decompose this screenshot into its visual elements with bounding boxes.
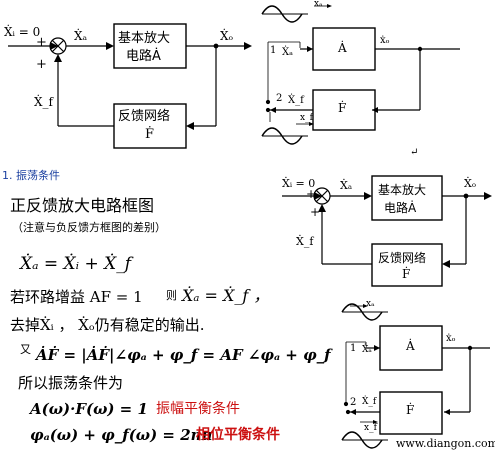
text-line1: 正反馈放大电路框图 [10,196,155,215]
xa-top-label: xₐ [314,0,323,9]
xo-label: Ẋₒ [220,29,234,43]
amplitude-condition-label: 振幅平衡条件 [156,401,240,417]
feedback-block [371,243,443,287]
fb-f-label: Ḟ [406,403,415,417]
section-heading: 1. 振荡条件 [2,169,60,182]
xa-label: Ẋₐ [74,29,88,43]
plus-sign: + [36,57,47,72]
xf-label: Ẋ_f [296,235,314,248]
fb-line2: Ḟ [145,127,155,142]
phase-condition-label: 相位平衡条件 [196,427,280,443]
plus-sign: + [306,187,317,201]
equation-2: ȦḞ = |ȦḞ|∠φₐ + φ_f = AF ∠φₐ + φ_f [36,346,331,364]
amp-line2: 电路Ȧ [384,201,417,215]
xi-label: Ẋᵢ = 0 [282,177,316,190]
xo-label: ẋₒ [380,35,390,46]
top-left-diagram [8,23,252,149]
xa-label: Ẋₐ [282,47,293,58]
equation-3: A(ω)·F(ω) = 1 [30,400,148,418]
xf-label: Ẋ_f [34,95,53,109]
text-line3: 若环路增益 AF = 1 [10,288,143,306]
text-line5: 所以振荡条件为 [18,374,124,392]
node-1: 1 [270,45,277,56]
xi-label: Ẋᵢ = 0 [4,25,41,39]
equation-1: Ẋₐ = Ẋᵢ + Ẋ_f [20,254,132,274]
node-2: 2 [276,93,283,104]
xa-top-label: xₐ [366,299,375,309]
xo-label: Ẋₒ [464,177,477,190]
fb-line2: Ḟ [402,267,411,281]
xf-label: Ẋ_f [288,95,304,106]
text-then: 则 [166,289,177,302]
fb-line1: 反馈网络 [118,109,171,124]
amp-line2: 电路Ȧ [126,49,161,64]
equation-xa-xf: Ẋₐ = Ẋ_f ， [182,286,270,305]
xo-label: ẋₒ [446,333,456,344]
xf-bottom-label: x_f [364,423,377,433]
equation-4: φₐ(ω) + φ_f(ω) = 2nπ [30,426,213,444]
return-mark: ↵ [410,147,419,158]
top-right-diagram [261,4,460,145]
amp-a-label: Ȧ [338,41,347,55]
xa-label: Ẋₐ [340,179,353,192]
text-line4: 去掉Ẋᵢ ， Ẋₒ仍有稳定的输出. [10,316,205,334]
xa-label: Ẋₐ [362,345,372,355]
bottom-right-diagram [341,303,490,449]
node-1: 1 [350,343,357,354]
amp-line1: 基本放大 [118,31,171,46]
amplifier-block [371,175,443,221]
amp-a-label: Ȧ [406,339,415,353]
watermark: www.diangon.com [396,437,495,450]
plus-sign: + [310,205,321,219]
amp-line1: 基本放大 [378,183,427,197]
fb-block-f [379,391,443,435]
xf-label: Ẋ_f [362,397,377,407]
text-also: 又 [20,343,31,356]
fb-f-label: Ḟ [338,101,347,115]
fb-line1: 反馈网络 [378,251,427,265]
node-2: 2 [350,397,357,408]
plus-sign: + [36,35,47,50]
xf-bottom-label: x_f [300,113,313,123]
mid-right-diagram [282,175,492,287]
text-line2: （注意与负反馈方框图的差别） [12,221,166,234]
